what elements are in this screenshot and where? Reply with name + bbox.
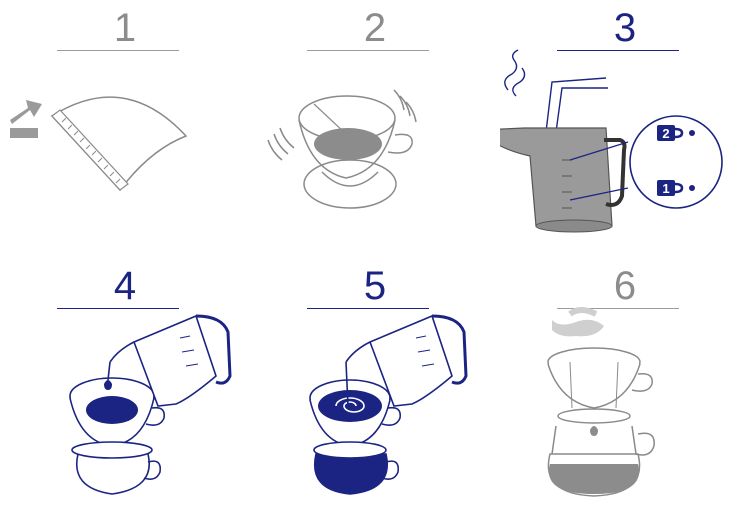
step-rule bbox=[557, 50, 679, 51]
step-5: 5 bbox=[250, 258, 500, 516]
step-rule bbox=[57, 308, 179, 309]
step-4: 4 bbox=[0, 258, 250, 516]
badge-2: 2 bbox=[662, 126, 669, 141]
spiral-pour-illustration bbox=[309, 314, 468, 495]
mug-2-icon bbox=[657, 125, 684, 141]
step-3: 3 2 1 bbox=[500, 0, 750, 258]
step-6: 6 bbox=[500, 258, 750, 516]
step-number: 2 bbox=[363, 6, 387, 50]
callout-circle bbox=[629, 115, 723, 209]
step-number: 5 bbox=[363, 264, 387, 308]
bloom-pour-illustration bbox=[69, 314, 232, 495]
kettle-measure-illustration: 2 1 bbox=[500, 49, 723, 233]
step-1: 1 bbox=[0, 0, 250, 258]
step-rule bbox=[57, 50, 179, 51]
fold-arrow-icon bbox=[10, 100, 42, 138]
mug-1-icon bbox=[657, 180, 684, 196]
step-number: 1 bbox=[113, 6, 137, 50]
dripper-shake-illustration bbox=[267, 89, 417, 209]
step-rule bbox=[307, 308, 429, 309]
step-number: 3 bbox=[613, 6, 637, 50]
step-rule bbox=[557, 308, 679, 309]
filter-fold-illustration bbox=[10, 96, 188, 192]
step-number: 4 bbox=[113, 264, 137, 308]
step-2: 2 bbox=[250, 0, 500, 258]
step-rule bbox=[307, 50, 429, 51]
step-number: 6 bbox=[613, 264, 637, 308]
badge-1: 1 bbox=[662, 181, 669, 196]
brewed-coffee-illustration bbox=[547, 307, 655, 497]
